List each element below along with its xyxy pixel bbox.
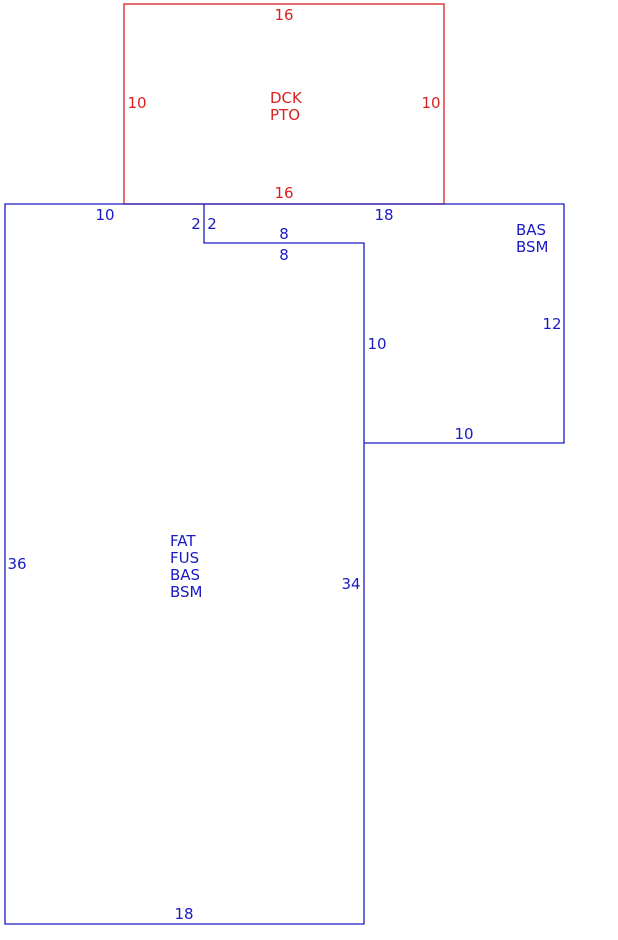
deck-code-1: DCK: [270, 89, 303, 107]
wing-labels: 10 12 10 BAS BSM: [367, 221, 561, 443]
wing-code-2: BSM: [516, 238, 549, 256]
house-dim-notch-left: 2: [191, 215, 201, 233]
wing-outline: [204, 203, 565, 444]
wing-dim-inner-vertical: 10: [367, 335, 386, 353]
house-dim-top-right: 18: [374, 206, 393, 224]
house-code-3: BAS: [170, 566, 200, 584]
wing-code-1: BAS: [516, 221, 546, 239]
house-dim-notch-bottom: 8: [279, 246, 289, 264]
house-dim-top-left: 10: [95, 206, 114, 224]
wing-dim-right: 12: [542, 315, 561, 333]
house-dim-notch-right: 2: [207, 215, 217, 233]
house-code-2: FUS: [170, 549, 199, 567]
deck-code-2: PTO: [270, 106, 300, 124]
deck-dim-left: 10: [127, 94, 146, 112]
house-dim-bottom: 18: [174, 905, 193, 923]
deck-dim-top: 16: [274, 6, 293, 24]
deck-labels: 16 10 10 16 DCK PTO: [127, 6, 440, 202]
house-labels: 10 2 2 8 8 18 36 34 18 FAT FUS BAS BSM: [7, 206, 393, 923]
deck-dim-bottom: 16: [274, 184, 293, 202]
house-code-1: FAT: [170, 532, 196, 550]
house-code-4: BSM: [170, 583, 203, 601]
house-dim-left: 36: [7, 555, 26, 573]
house-dim-notch-top: 8: [279, 225, 289, 243]
wing-dim-bottom: 10: [454, 425, 473, 443]
house-dim-right: 34: [341, 575, 360, 593]
deck-dim-right: 10: [421, 94, 440, 112]
